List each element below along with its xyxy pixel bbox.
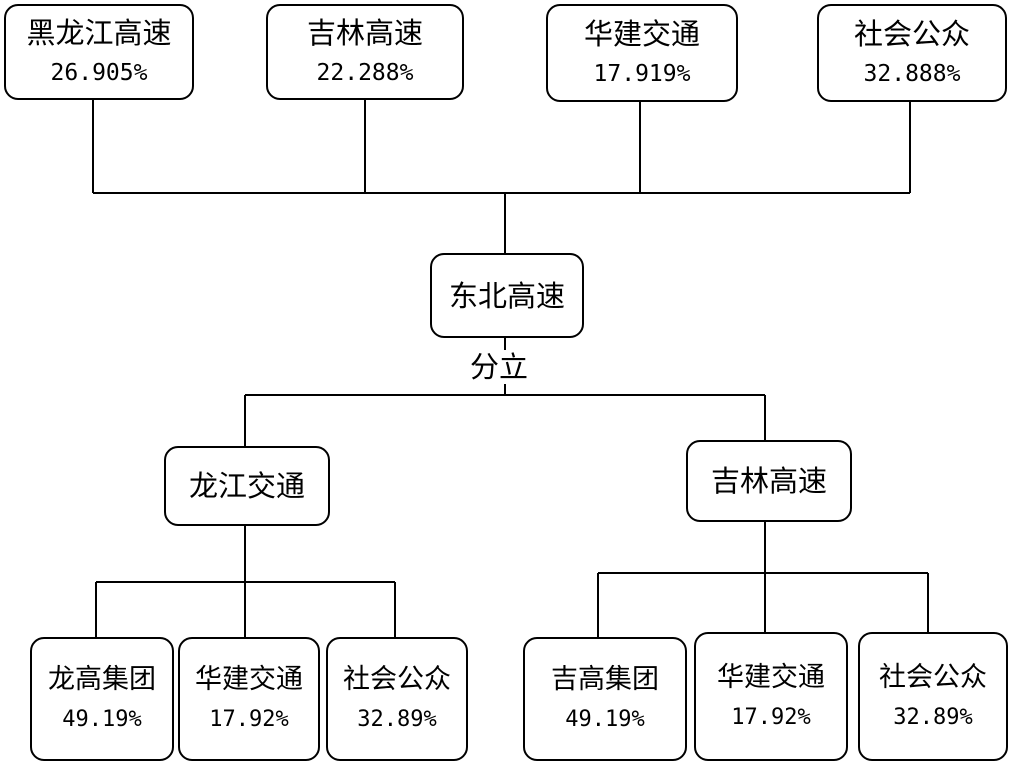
node-right-shareholder-3: 社会公众 32.89% bbox=[858, 632, 1008, 761]
node-name: 社会公众 bbox=[343, 664, 451, 695]
node-left-shareholder-2: 华建交通 17.92% bbox=[178, 637, 320, 761]
node-name: 黑龙江高速 bbox=[26, 16, 172, 50]
node-share: 17.919% bbox=[593, 61, 691, 87]
node-left-shareholder-3: 社会公众 32.89% bbox=[326, 637, 468, 761]
node-name: 吉高集团 bbox=[551, 664, 659, 695]
node-share: 32.89% bbox=[357, 707, 437, 732]
node-share: 49.19% bbox=[565, 707, 645, 732]
node-child-left: 龙江交通 bbox=[164, 446, 330, 526]
node-name: 龙江交通 bbox=[188, 469, 305, 503]
node-child-right: 吉林高速 bbox=[686, 440, 852, 522]
node-share: 17.92% bbox=[209, 707, 289, 732]
node-name: 华建交通 bbox=[717, 661, 825, 693]
node-share: 49.19% bbox=[62, 707, 142, 732]
node-share: 17.92% bbox=[731, 704, 811, 730]
split-label: 分立 bbox=[468, 350, 531, 384]
node-share: 22.288% bbox=[316, 60, 414, 86]
node-share: 26.905% bbox=[50, 60, 148, 86]
node-top-shareholder-3: 华建交通 17.919% bbox=[546, 4, 738, 102]
node-name: 东北高速 bbox=[448, 278, 565, 313]
node-right-shareholder-1: 吉高集团 49.19% bbox=[523, 637, 687, 761]
node-name: 社会公众 bbox=[879, 661, 987, 693]
node-name: 华建交通 bbox=[583, 17, 700, 51]
node-share: 32.888% bbox=[863, 61, 961, 87]
node-name: 社会公众 bbox=[853, 17, 970, 51]
node-center-company: 东北高速 bbox=[430, 253, 584, 338]
node-top-shareholder-2: 吉林高速 22.288% bbox=[266, 4, 464, 100]
node-share: 32.89% bbox=[893, 704, 973, 730]
node-right-shareholder-2: 华建交通 17.92% bbox=[694, 632, 848, 761]
node-name: 吉林高速 bbox=[710, 464, 827, 498]
node-top-shareholder-4: 社会公众 32.888% bbox=[817, 4, 1007, 102]
node-name: 华建交通 bbox=[195, 664, 303, 695]
node-left-shareholder-1: 龙高集团 49.19% bbox=[30, 637, 174, 761]
node-name: 龙高集团 bbox=[48, 664, 156, 695]
node-top-shareholder-1: 黑龙江高速 26.905% bbox=[4, 4, 194, 100]
node-name: 吉林高速 bbox=[306, 16, 423, 50]
